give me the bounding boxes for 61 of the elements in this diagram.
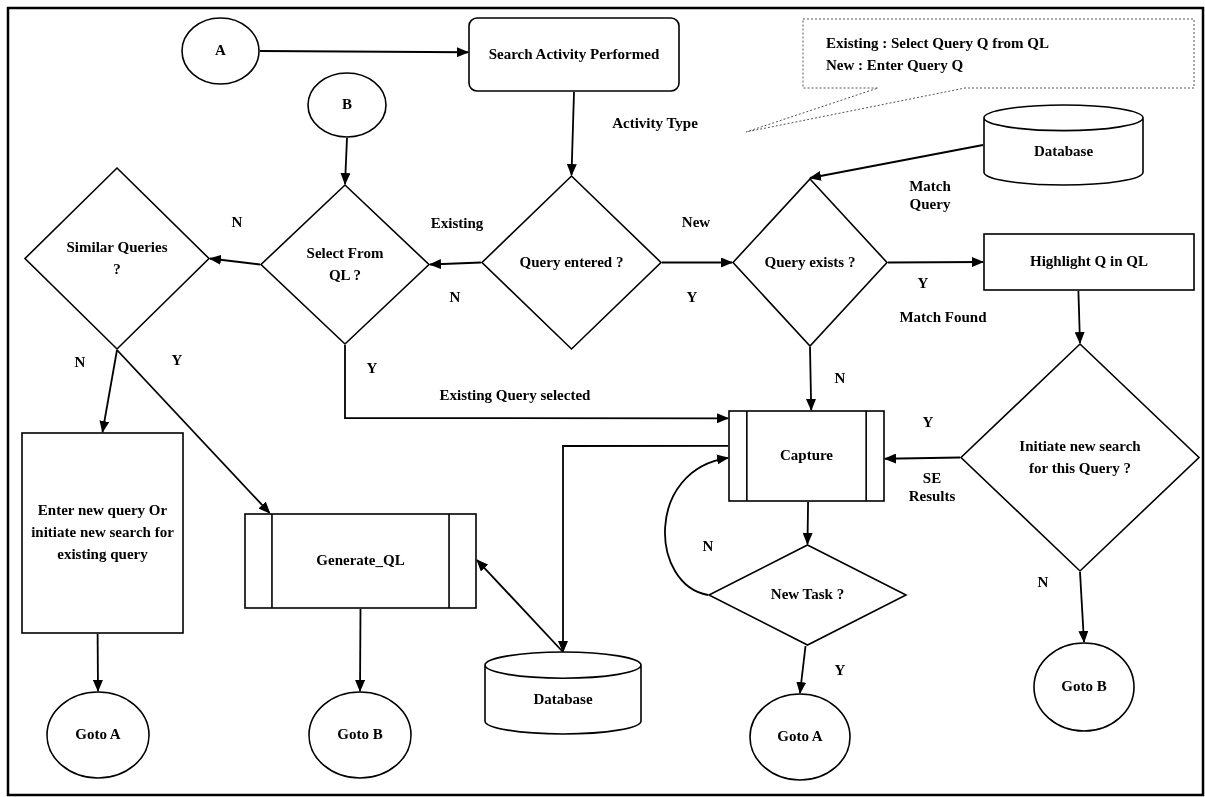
node-label: Search Activity Performed	[488, 44, 660, 64]
database-cylinder	[983, 105, 1144, 185]
connector-circle	[1033, 642, 1135, 732]
process-box	[21, 432, 184, 634]
decision-diamond	[960, 343, 1200, 572]
node-label: Query entered ?	[519, 252, 624, 272]
node-label: Goto A	[75, 725, 121, 745]
node-label: Highlight Q in QL	[1030, 252, 1148, 272]
connector-circle	[749, 693, 851, 781]
arrow	[796, 645, 807, 694]
arrow	[344, 344, 729, 424]
arrow	[806, 346, 816, 411]
arrow	[429, 259, 482, 270]
arrow	[661, 257, 733, 268]
arrow	[802, 501, 813, 545]
arrow	[340, 137, 351, 185]
arrow	[355, 608, 366, 692]
decision-diamond	[260, 184, 430, 345]
arrow	[259, 47, 469, 58]
node-label: Generate_QL	[316, 551, 405, 571]
node-label: B	[342, 95, 352, 115]
node-label: New Task ?	[770, 585, 845, 605]
node-label: Enter new query Or initiate new search for existing query	[30, 501, 175, 564]
arrow	[884, 453, 961, 464]
arrow	[1074, 290, 1085, 344]
start-box	[468, 17, 680, 92]
node-label: Database	[533, 689, 593, 709]
arrow	[476, 559, 564, 653]
node-label: Existing : Select Query Q from QL	[826, 34, 1050, 54]
node-label: Initiate new search for this Query ?	[1018, 436, 1142, 478]
node-label: New : Enter Query Q	[826, 56, 964, 75]
decision-diamond	[24, 167, 210, 350]
connector-circle	[46, 691, 150, 779]
arrow	[566, 91, 577, 176]
node-label: A	[215, 41, 226, 61]
arrow	[1078, 571, 1089, 643]
arrow	[664, 455, 729, 596]
arrow	[558, 445, 729, 653]
database-cylinder	[484, 652, 642, 734]
arrow	[92, 633, 103, 692]
arrow	[99, 349, 118, 433]
node-label: Database	[1033, 141, 1094, 161]
node-label: Similar Queries ?	[65, 237, 169, 279]
node-label: Query exists ?	[764, 252, 856, 272]
arrow	[809, 144, 984, 181]
connector-circle	[181, 17, 260, 85]
connector-circle	[308, 691, 412, 779]
decision-diamond	[481, 175, 662, 350]
node-label: Select From QL ?	[305, 243, 385, 285]
node-label: Goto A	[777, 727, 823, 747]
arrow	[887, 257, 984, 268]
process-box	[983, 233, 1195, 291]
decision-diamond	[732, 178, 888, 347]
arrow	[116, 349, 271, 514]
node-label: Goto B	[337, 725, 383, 745]
connector-circle	[307, 72, 387, 138]
subprocess-box	[244, 513, 477, 609]
node-label: Goto B	[1061, 677, 1107, 697]
subprocess-box	[728, 410, 885, 502]
node-label: Capture	[779, 446, 834, 466]
arrow	[209, 254, 261, 266]
